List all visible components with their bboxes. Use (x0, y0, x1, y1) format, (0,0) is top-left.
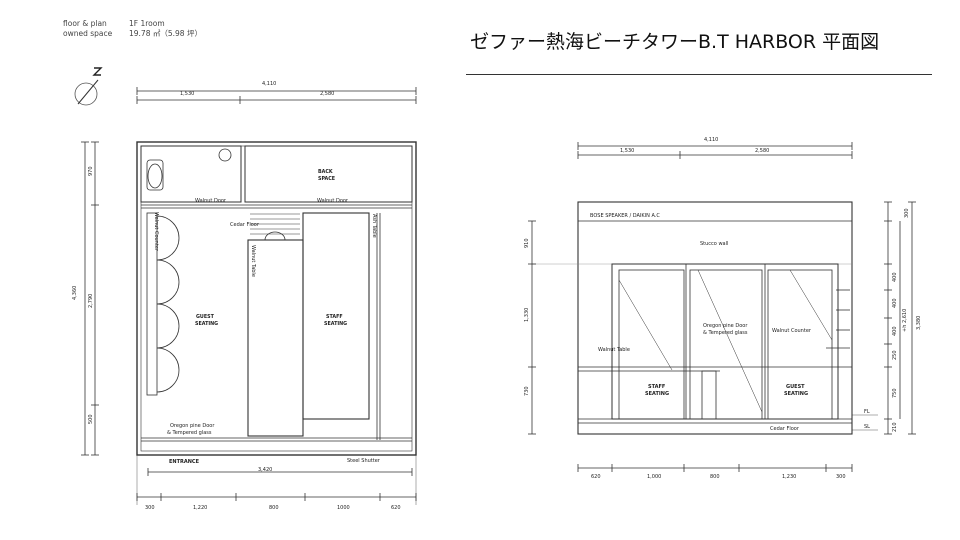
elev-right-outer-1: 300 (904, 208, 910, 218)
plan-left-outer: 4,360 (72, 286, 78, 300)
space-value: 19.78 ㎡（5.98 坪） (129, 29, 202, 38)
elevation (528, 142, 916, 472)
cedar-floor-label: Cedar Floor (230, 222, 260, 228)
oregon-label-1: Oregon pine Door (170, 423, 215, 429)
fl-marker: FL (864, 409, 870, 415)
plan-total-width: 4,110 (262, 81, 276, 87)
elev-top-dim-1: 1,530 (620, 148, 634, 154)
plan-info: floor & plan 1F 1room owned space 19.78 ㎡（… (63, 19, 202, 39)
sl-marker: SL (864, 424, 870, 430)
walnut-door-2: Walnut Door (317, 198, 349, 204)
north-arrow-icon (74, 67, 103, 106)
elev-bottom-dim-5: 300 (836, 474, 846, 480)
bose-label: BOSE SPEAKER / DAIKIN A.C (590, 213, 660, 219)
back-space-label-2: SPACE (318, 176, 335, 182)
elev-right-dim-2: 400 (892, 298, 898, 308)
plan-bottom-inner: 3,420 (258, 467, 272, 473)
elev-left-dim-1: 910 (524, 238, 530, 248)
elev-oregon-1: Oregon pine Door (703, 323, 748, 329)
plan-left-dim-1: 970 (88, 166, 94, 176)
plan-top-dim-1: 1,530 (180, 91, 194, 97)
plan-labels: 4,110 1,530 2,580 4,360 970 2,790 500 BA… (72, 81, 401, 511)
elev-oregon-2: & Tempered glass (703, 330, 748, 336)
elev-cedar-floor: Cedar Floor (770, 426, 800, 432)
elev-right-dim-6: 210 (892, 422, 898, 432)
elev-left-dim-3: 730 (524, 386, 530, 396)
staff-label-1: STAFF (326, 314, 343, 320)
floor-value: 1F 1room (129, 19, 165, 28)
elev-walnut-counter: Walnut Counter (772, 328, 812, 334)
title-rule (466, 74, 932, 75)
stucco-label: Stucco wall (700, 241, 728, 247)
plan-left-dim-3: 500 (88, 414, 94, 424)
plan-bottom-dim-1: 300 (145, 505, 155, 511)
walnut-table-label: Walnut Table (250, 245, 256, 277)
elev-staff-1: STAFF (648, 384, 665, 390)
elev-total-width: 4,110 (704, 137, 718, 143)
elev-right-dim-3: 400 (892, 326, 898, 336)
page-title: ゼファー熱海ビーチタワーB.T HARBOR 平面図 (470, 31, 880, 53)
plan-bottom-dim-4: 1000 (337, 505, 350, 511)
elev-guest-1: GUEST (786, 384, 805, 390)
staff-label-2: SEATING (324, 321, 347, 327)
elev-guest-2: SEATING (784, 391, 808, 397)
steel-shutter-label: Steel Shutter (347, 458, 381, 464)
elev-top-dim-2: 2,580 (755, 148, 769, 154)
ash-table-label: Ash Table (371, 214, 377, 238)
elev-right-mid: +h 2,610 (902, 309, 908, 332)
elev-right-dim-1: 400 (892, 272, 898, 282)
back-space-label-1: BACK (318, 169, 333, 175)
guest-label-1: GUEST (196, 314, 215, 320)
plan-bottom-dim-5: 620 (391, 505, 401, 511)
floor-label: floor & plan (63, 19, 107, 28)
elev-walnut-table: Walnut Table (598, 347, 630, 353)
elev-bottom-dim-3: 800 (710, 474, 720, 480)
walnut-counter-label: Walnut Counter (153, 212, 159, 252)
entrance-label: ENTRANCE (169, 459, 200, 465)
plan-top-dim-2: 2,580 (320, 91, 334, 97)
elev-staff-2: SEATING (645, 391, 669, 397)
elev-right-dim-5: 750 (892, 388, 898, 398)
elev-right-outer-2: 3,380 (916, 316, 922, 330)
elevation-labels: 4,110 1,530 2,580 910 1,330 730 BOSE SPE… (524, 137, 922, 480)
oregon-label-2: & Tempered glass (167, 430, 212, 436)
elev-bottom-dim-1: 620 (591, 474, 601, 480)
elev-left-dim-2: 1,330 (524, 308, 530, 322)
space-label: owned space (63, 29, 113, 38)
elev-bottom-dim-2: 1,000 (647, 474, 661, 480)
plan-left-dim-2: 2,790 (88, 294, 94, 308)
floor-plan (74, 67, 417, 505)
elev-bottom-dim-4: 1,230 (782, 474, 796, 480)
plan-bottom-dim-2: 1,220 (193, 505, 207, 511)
guest-label-2: SEATING (195, 321, 218, 327)
plan-bottom-dim-3: 800 (269, 505, 279, 511)
walnut-door-1: Walnut Door (195, 198, 227, 204)
elev-right-dim-4: 250 (892, 350, 898, 360)
